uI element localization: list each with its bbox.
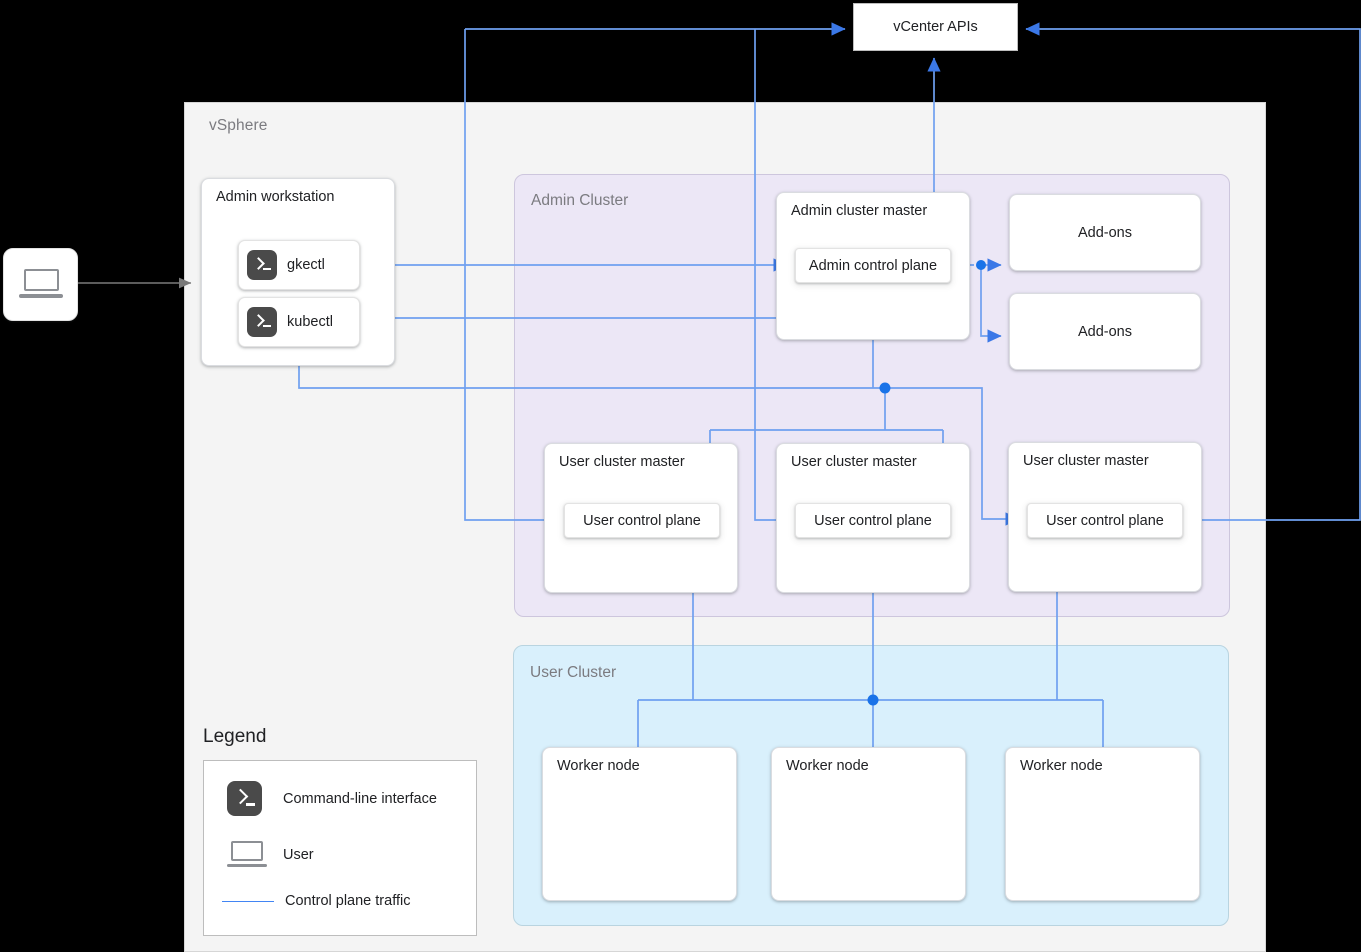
laptop-icon bbox=[18, 269, 63, 300]
addons-label-1: Add-ons bbox=[1077, 224, 1132, 241]
cli-chip-gkectl[interactable]: gkectl bbox=[238, 240, 360, 290]
user-cluster-master-title-2: User cluster master bbox=[791, 454, 917, 470]
user-control-plane-box-1[interactable]: User control plane bbox=[564, 503, 720, 538]
admin-control-plane-label: Admin control plane bbox=[808, 257, 938, 274]
worker-node-title-2: Worker node bbox=[786, 758, 869, 774]
line-swatch-icon bbox=[222, 900, 274, 902]
vcenter-apis-box[interactable]: vCenter APIs bbox=[853, 3, 1018, 51]
user-cluster-label: User Cluster bbox=[530, 664, 617, 681]
user-cluster-master-title-3: User cluster master bbox=[1023, 453, 1149, 469]
terminal-icon bbox=[227, 781, 262, 816]
legend-item-cli: Command-line interface bbox=[227, 781, 437, 816]
user-control-plane-label-2: User control plane bbox=[814, 512, 932, 529]
admin-workstation-title: Admin workstation bbox=[216, 189, 335, 205]
admin-cluster-label: Admin Cluster bbox=[531, 192, 629, 209]
legend-item-user: User bbox=[227, 841, 314, 869]
worker-node-card-1[interactable]: Worker node bbox=[542, 747, 737, 901]
addons-label-2: Add-ons bbox=[1077, 323, 1132, 340]
user-cluster-master-title-1: User cluster master bbox=[559, 454, 685, 470]
admin-cluster-master-title: Admin cluster master bbox=[791, 203, 928, 219]
vsphere-region-label: vSphere bbox=[209, 117, 268, 134]
user-control-plane-label-3: User control plane bbox=[1046, 512, 1164, 529]
worker-node-title-3: Worker node bbox=[1020, 758, 1103, 774]
worker-node-title-1: Worker node bbox=[557, 758, 640, 774]
legend-label-cli: Command-line interface bbox=[283, 790, 437, 807]
legend-label-control-plane-traffic: Control plane traffic bbox=[285, 893, 411, 909]
worker-node-card-2[interactable]: Worker node bbox=[771, 747, 966, 901]
cli-label-kubectl: kubectl bbox=[287, 314, 333, 330]
cli-chip-kubectl[interactable]: kubectl bbox=[238, 297, 360, 347]
addons-card-1[interactable]: Add-ons bbox=[1009, 194, 1201, 271]
legend-item-control-plane-traffic: Control plane traffic bbox=[222, 893, 410, 909]
laptop-icon bbox=[227, 841, 267, 869]
user-control-plane-box-3[interactable]: User control plane bbox=[1027, 503, 1183, 538]
legend-title: Legend bbox=[203, 726, 267, 747]
worker-node-card-3[interactable]: Worker node bbox=[1005, 747, 1200, 901]
terminal-icon bbox=[247, 250, 277, 280]
cli-label-gkectl: gkectl bbox=[287, 257, 325, 273]
user-node[interactable] bbox=[3, 248, 78, 321]
user-control-plane-label-1: User control plane bbox=[583, 512, 701, 529]
terminal-icon bbox=[247, 307, 277, 337]
legend-label-user: User bbox=[283, 847, 314, 863]
vcenter-apis-label: vCenter APIs bbox=[893, 19, 978, 35]
admin-control-plane-box[interactable]: Admin control plane bbox=[795, 248, 951, 283]
user-control-plane-box-2[interactable]: User control plane bbox=[795, 503, 951, 538]
addons-card-2[interactable]: Add-ons bbox=[1009, 293, 1201, 370]
